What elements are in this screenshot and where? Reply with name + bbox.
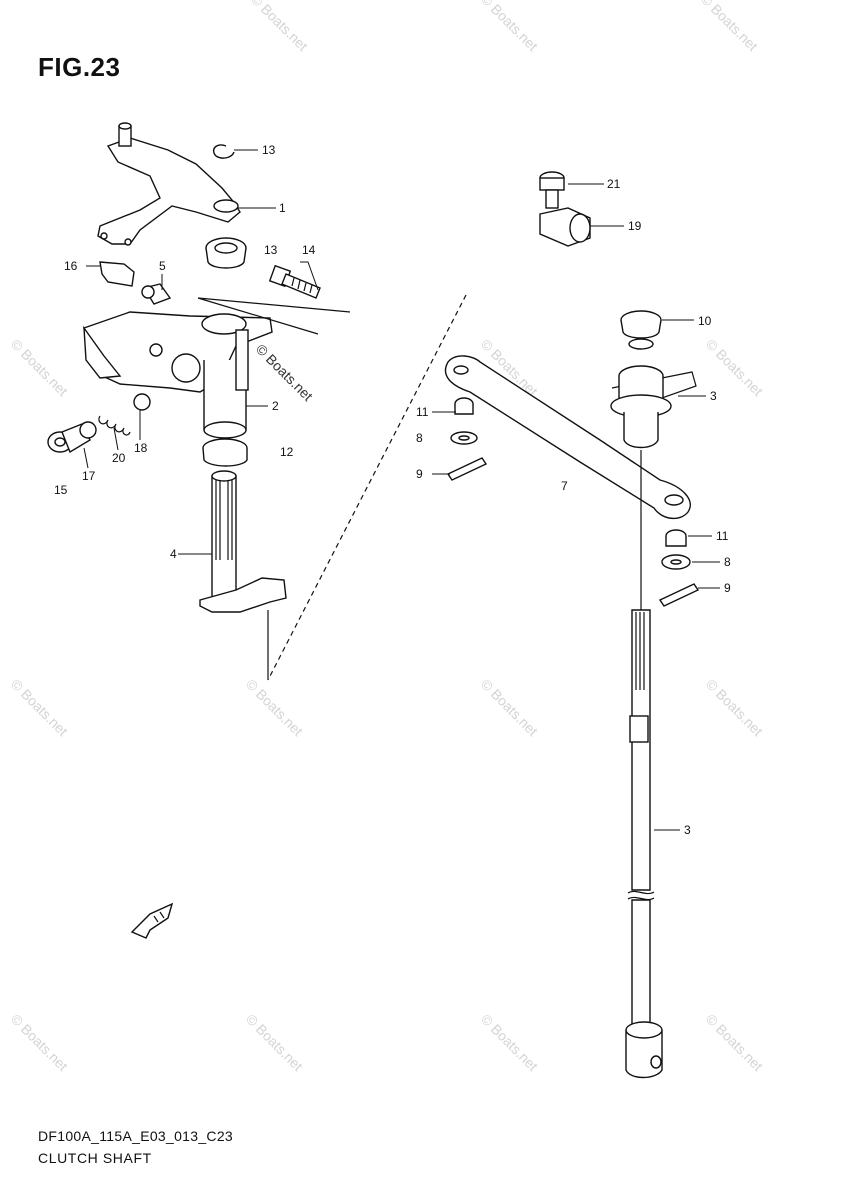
callout-13: 13	[262, 143, 276, 157]
part-washer-set-lower	[658, 529, 700, 607]
callout-19: 19	[628, 219, 642, 233]
part-sleeve	[202, 329, 249, 467]
callout-11: 11	[416, 405, 429, 419]
callout-8: 8	[724, 555, 731, 569]
callout-16: 16	[64, 259, 78, 273]
callout-18: 18	[134, 441, 148, 455]
callout-21: 21	[607, 177, 621, 191]
callout-12: 12	[280, 445, 294, 459]
watermark: © Boats.net	[253, 341, 316, 404]
part-collar	[610, 365, 672, 449]
callout-2: 2	[272, 399, 279, 413]
watermark: © Boats.net	[703, 1011, 766, 1074]
watermark: © Boats.net	[8, 1011, 71, 1074]
callout-3: 3	[684, 823, 691, 837]
watermark: © Boats.net	[243, 1011, 306, 1074]
part-clutch-lever	[97, 122, 241, 246]
part-cap-10	[620, 310, 662, 350]
part-clutch-rod	[199, 470, 287, 680]
part-plug-spring-assembly	[47, 393, 151, 454]
part-housing-bracket	[83, 297, 351, 393]
part-clip	[99, 261, 135, 287]
watermark: © Boats.net	[243, 676, 306, 739]
callout-14: 14	[302, 243, 316, 257]
figure-title: FIG.23	[38, 52, 121, 82]
callout-1: 1	[279, 201, 286, 215]
part-bushing	[205, 237, 247, 269]
callout-10: 10	[698, 314, 712, 328]
part-circlip	[212, 144, 235, 159]
part-bolt	[268, 264, 321, 299]
part-bolt-21	[539, 171, 565, 209]
callout-8: 8	[416, 431, 423, 445]
callout-17: 17	[82, 469, 96, 483]
watermark: © Boats.net	[248, 0, 311, 54]
callout-9: 9	[724, 581, 731, 595]
watermark: © Boats.net	[478, 1011, 541, 1074]
part-clamp-19	[539, 207, 591, 247]
figure-code: DF100A_115A_E03_013_C23	[38, 1128, 234, 1144]
figure-name: CLUTCH SHAFT	[38, 1150, 152, 1166]
leader-lines	[83, 149, 720, 831]
assembly-dashed-line	[267, 294, 467, 681]
callout-15: 15	[54, 483, 68, 497]
callout-3: 3	[710, 389, 717, 403]
watermark: © Boats.net	[8, 336, 71, 399]
watermark: © Boats.net	[703, 676, 766, 739]
callout-11: 11	[716, 529, 729, 543]
callout-13: 13	[264, 243, 278, 257]
watermark: © Boats.net	[478, 676, 541, 739]
callout-7: 7	[561, 479, 568, 493]
watermark: © Boats.net	[8, 676, 71, 739]
callout-5: 5	[159, 259, 166, 273]
front-arrow-icon	[130, 902, 174, 939]
watermark: © Boats.net	[698, 0, 761, 54]
part-washer-set-upper	[446, 397, 488, 481]
part-fitting	[141, 283, 172, 305]
callouts: 13 1 13 14 16 5 2 12 15 17 20 18 4 21 19…	[54, 143, 731, 837]
part-long-clutch-rod	[625, 450, 663, 1079]
callout-20: 20	[112, 451, 126, 465]
callout-4: 4	[170, 547, 177, 561]
callout-9: 9	[416, 467, 423, 481]
watermark: © Boats.net	[478, 0, 541, 54]
